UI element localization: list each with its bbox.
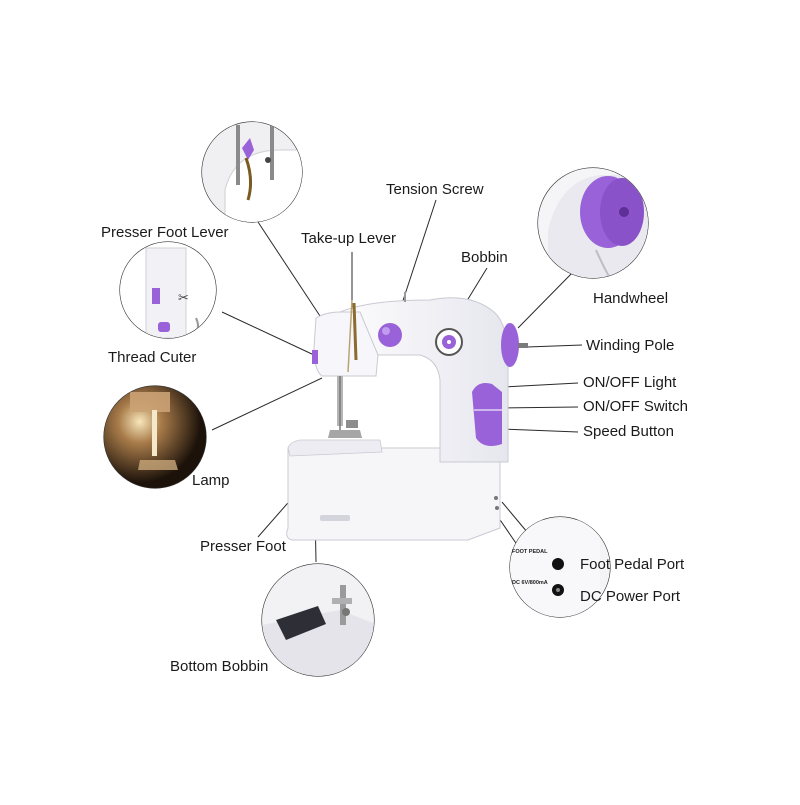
inset-ports: FOOT PEDAL DC 6V/800mA: [509, 516, 611, 618]
callout-line-thread-cuter: [221, 311, 315, 356]
label-on-off-light: ON/OFF Light: [583, 374, 677, 391]
label-dc-power-port: DC Power Port: [580, 588, 681, 605]
label-presser-foot-lever: Presser Foot Lever: [101, 224, 229, 241]
handwheel-side: [501, 323, 519, 367]
callout-line-winding-pole: [526, 344, 583, 348]
label-thread-cuter: Thread Cuter: [108, 349, 197, 366]
callout-line-lamp: [211, 377, 323, 431]
presser-foot-shape: [328, 430, 362, 438]
tension-screw-knob: [378, 323, 402, 347]
inset-bottom-bobbin: [261, 563, 375, 677]
base-slide-plate: [287, 439, 383, 457]
dc-power-port-text: DC 6V/800mA: [512, 580, 548, 586]
callout-line-speed-button: [499, 428, 579, 433]
foot-pedal-port-hole: [552, 558, 564, 570]
label-winding-pole: Winding Pole: [586, 337, 675, 354]
label-presser-foot: Presser Foot: [200, 538, 286, 555]
foot-pedal-port-text: FOOT PEDAL: [512, 549, 548, 555]
label-speed-button: Speed Button: [583, 423, 674, 440]
inset-handwheel: [537, 167, 649, 279]
label-tension-screw: Tension Screw: [386, 181, 484, 198]
label-foot-pedal-port: Foot Pedal Port: [580, 556, 685, 573]
inset-lamp: [103, 385, 207, 489]
label-handwheel: Handwheel: [593, 290, 669, 307]
label-lamp: Lamp: [192, 472, 230, 489]
inset-presser-foot-lever: [201, 121, 303, 223]
bottom-bobbin-slot: [320, 515, 350, 521]
callout-line-presser-foot-lever: [257, 221, 321, 317]
callout-line-on-off-switch: [501, 406, 579, 409]
control-buttons: [472, 383, 502, 446]
label-on-off-switch: ON/OFF Switch: [583, 398, 689, 415]
callout-line-handwheel: [517, 269, 576, 329]
label-bobbin: Bobbin: [461, 249, 508, 266]
label-take-up-lever: Take-up Lever: [301, 230, 397, 247]
label-bottom-bobbin: Bottom Bobbin: [170, 658, 269, 675]
svg-text:✂: ✂: [178, 291, 189, 306]
inset-thread-cuter: ✂: [119, 241, 217, 339]
bobbin-plate: [276, 606, 326, 640]
sewing-machine: [286, 292, 528, 541]
